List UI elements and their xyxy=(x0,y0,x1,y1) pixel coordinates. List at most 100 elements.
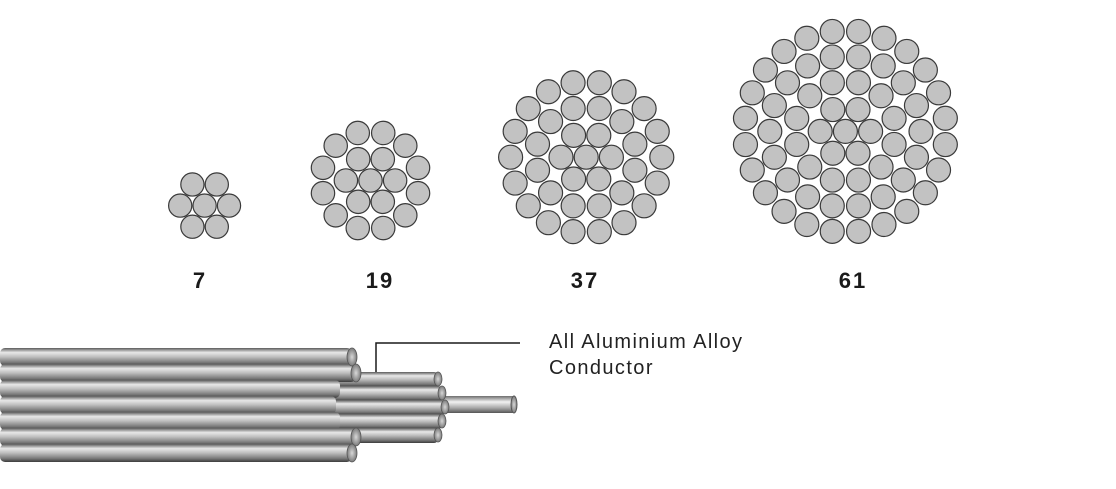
strand-19-1 xyxy=(382,167,407,193)
strand-61-51 xyxy=(752,57,778,83)
strand-count-label-61: 61 xyxy=(838,268,868,293)
strand-61-0 xyxy=(832,118,858,144)
strand-19-3 xyxy=(345,189,370,214)
strand-61-12 xyxy=(783,131,809,157)
strand-61-23 xyxy=(845,192,871,219)
strand-19-17 xyxy=(392,132,418,158)
strand-37-11 xyxy=(537,180,563,206)
strand-37-33 xyxy=(586,69,612,96)
strand-61-48 xyxy=(732,131,758,157)
strand-61-57 xyxy=(893,38,919,64)
bundle-svg-37 xyxy=(497,69,675,245)
strand-37-32 xyxy=(560,69,586,96)
strand-37-25 xyxy=(535,209,561,236)
strand-37-22 xyxy=(611,209,637,236)
strand-37-15 xyxy=(560,95,586,121)
strand-61-2 xyxy=(844,140,871,166)
strand-61-46 xyxy=(752,179,778,205)
strand-19-9 xyxy=(370,215,396,240)
strand-61-20 xyxy=(903,144,929,170)
strand-61-5 xyxy=(819,96,845,122)
strand-61-30 xyxy=(774,69,800,95)
strand-37-28 xyxy=(497,144,523,170)
strand-61-58 xyxy=(912,57,938,83)
strand-61-3 xyxy=(819,140,845,166)
strand-61-25 xyxy=(794,183,820,210)
strand-61-15 xyxy=(819,69,845,95)
strand-61-38 xyxy=(925,156,951,183)
strand-19-4 xyxy=(333,167,358,193)
callout-line-2: Conductor xyxy=(549,357,654,379)
strand-61-4 xyxy=(807,118,833,144)
strand-37-0 xyxy=(573,144,599,170)
strand-7-3 xyxy=(180,214,205,240)
strand-61-11 xyxy=(796,154,822,180)
strand-37-8 xyxy=(609,180,635,206)
strand-37-24 xyxy=(560,218,586,245)
strand-61-32 xyxy=(819,43,845,70)
strand-61-21 xyxy=(890,166,916,193)
strand-61-14 xyxy=(796,82,822,108)
strand-37-34 xyxy=(611,78,637,105)
strand-61-35 xyxy=(890,69,916,95)
strand-37-27 xyxy=(502,170,528,196)
strand-61-19 xyxy=(907,118,934,144)
strand-19-2 xyxy=(370,189,395,214)
strand-37-9 xyxy=(586,193,612,219)
bundle-61-strands xyxy=(728,14,963,249)
strand-37-31 xyxy=(535,78,561,105)
conductor-cable-illustration xyxy=(0,347,518,463)
strand-19-11 xyxy=(322,202,348,228)
strand-7-6 xyxy=(204,172,230,198)
strand-61-1 xyxy=(857,118,883,144)
bundle-svg-61 xyxy=(732,18,958,244)
bundle-19-strands xyxy=(305,115,436,246)
strand-61-56 xyxy=(870,25,897,51)
strand-61-37 xyxy=(932,131,958,157)
strand-61-34 xyxy=(870,52,896,79)
callout-line-1: All Aluminium Alloy xyxy=(549,331,744,353)
strand-61-29 xyxy=(761,92,787,118)
strand-37-3 xyxy=(560,166,586,192)
strand-61-53 xyxy=(793,25,820,51)
strand-count-label-19: 19 xyxy=(365,268,395,293)
strand-37-2 xyxy=(585,166,612,192)
strand-61-40 xyxy=(893,198,919,224)
strand-61-31 xyxy=(794,52,820,79)
strand-37-14 xyxy=(537,108,563,134)
strand-count-label-7: 7 xyxy=(192,268,208,293)
strand-61-18 xyxy=(881,105,907,131)
strand-61-16 xyxy=(845,69,871,95)
strand-19-7 xyxy=(405,180,430,206)
strand-61-17 xyxy=(868,82,894,108)
strand-19-18 xyxy=(405,154,430,180)
strand-61-50 xyxy=(739,79,765,106)
strand-61-13 xyxy=(783,105,809,131)
strand-61-45 xyxy=(771,198,797,224)
strand-61-33 xyxy=(845,43,871,70)
strand-19-14 xyxy=(322,132,348,158)
strand-61-24 xyxy=(819,192,845,219)
strand-61-27 xyxy=(761,144,787,170)
strand-37-21 xyxy=(631,192,657,219)
strand-37-36 xyxy=(644,118,670,144)
strand-61-43 xyxy=(819,218,845,244)
strand-37-18 xyxy=(622,131,648,157)
strand-7-4 xyxy=(168,193,193,219)
strand-61-54 xyxy=(819,18,845,44)
conductor-callout-label: All Aluminium Alloy Conductor xyxy=(549,329,743,381)
strand-61-9 xyxy=(845,167,871,193)
strand-7-1 xyxy=(217,193,242,219)
strand-61-41 xyxy=(870,211,897,237)
strand-37-19 xyxy=(648,144,675,170)
strand-61-55 xyxy=(845,18,871,44)
strand-61-28 xyxy=(756,118,782,144)
strand-61-8 xyxy=(868,154,894,180)
strand-19-5 xyxy=(345,146,370,171)
strand-61-6 xyxy=(844,96,871,122)
bundle-7-strands xyxy=(164,165,245,246)
strand-7-2 xyxy=(204,214,230,240)
strand-61-22 xyxy=(870,183,896,210)
strand-37-12 xyxy=(524,157,550,183)
strand-7-0 xyxy=(192,193,218,219)
